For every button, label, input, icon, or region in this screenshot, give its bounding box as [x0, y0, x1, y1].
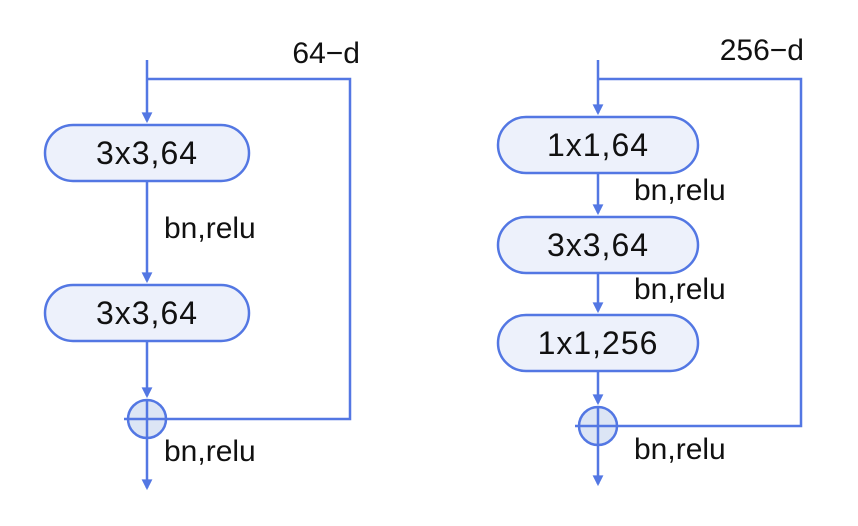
input-dim-label: 256−d [720, 34, 804, 67]
edge-label: bn,relu [164, 212, 256, 245]
shortcut-line [575, 77, 803, 428]
output-label: bn,relu [634, 433, 726, 466]
edge-label: bn,relu [634, 174, 726, 207]
shortcut-line [124, 77, 352, 421]
conv-box-label: 1x1,256 [538, 325, 659, 361]
output-label: bn,relu [164, 435, 256, 468]
basic-block: 64−d 3x3,64 bn,relu 3x3,64 bn,relu [43, 37, 360, 491]
bottleneck-block: 256−d 1x1,64 bn,relu 3x3,64 bn,relu 1x1,… [496, 34, 804, 487]
input-dim-label: 64−d [292, 37, 360, 70]
conv-box-label: 3x3,64 [96, 295, 198, 331]
conv-box-label: 1x1,64 [547, 127, 649, 163]
edge-label: bn,relu [634, 273, 726, 306]
conv-box-label: 3x3,64 [547, 227, 649, 263]
conv-box-label: 3x3,64 [96, 135, 198, 171]
